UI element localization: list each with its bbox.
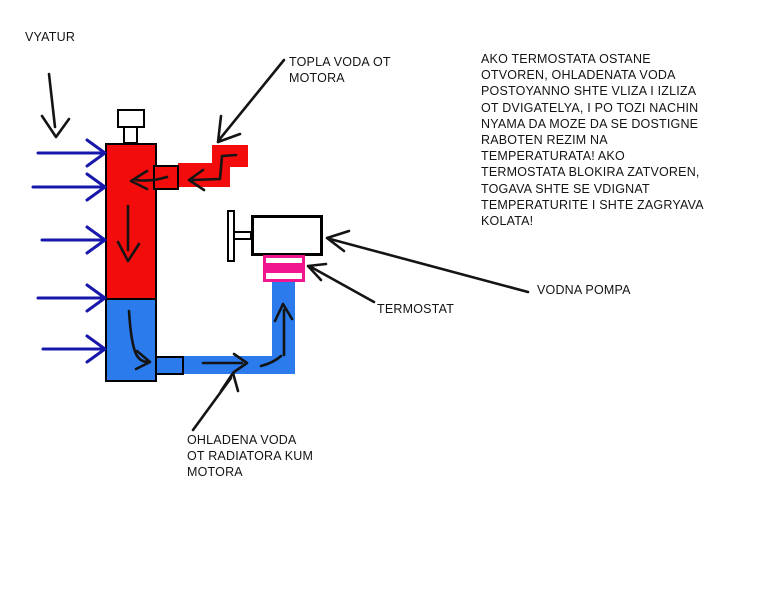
wind-label: VYATUR [25,30,76,44]
explanation-text: AKO TERMOSTATA OSTANE OTVOREN, OHLADENAT… [481,52,704,229]
radiator-hot-section [107,145,155,298]
radiator-cap-neck [123,126,138,144]
wind-arrow-2 [31,172,107,202]
water-pump-label-arrow [325,229,530,294]
thermostat-gap-top [266,258,302,263]
wind-arrow-3 [40,225,107,255]
cooled-water-label: OHLADENA VODA OT RADIATORA KUM MOTORA [187,433,314,480]
cold-pipe-vertical [272,281,295,374]
thermostat-label: TERMOSTAT [377,302,455,316]
radiator-cold-section [107,298,155,380]
radiator-outlet [155,356,184,375]
radiator [105,143,157,382]
water-pump-label: VODNA POMPA [537,283,631,297]
cooled-water-label-arrow [191,371,240,432]
radiator-cap [117,109,145,128]
wind-label-arrow [40,72,71,139]
thermostat-valve [263,255,305,282]
thermostat-band [266,263,302,273]
thermostat-label-arrow [306,262,376,304]
wind-arrow-4 [36,283,107,313]
hot-pipe-lower-segment [178,163,230,187]
water-pump-shaft [233,231,252,240]
wind-arrow-5 [41,334,107,364]
wind-arrows [31,138,107,364]
hot-water-label: TOPLA VODA OT MOTORA [289,55,391,86]
hot-water-label-arrow [216,58,286,144]
wind-arrow-1 [36,138,107,168]
thermostat-gap-bottom [266,273,302,279]
radiator-inlet [153,165,179,190]
water-pump-body [251,215,323,256]
